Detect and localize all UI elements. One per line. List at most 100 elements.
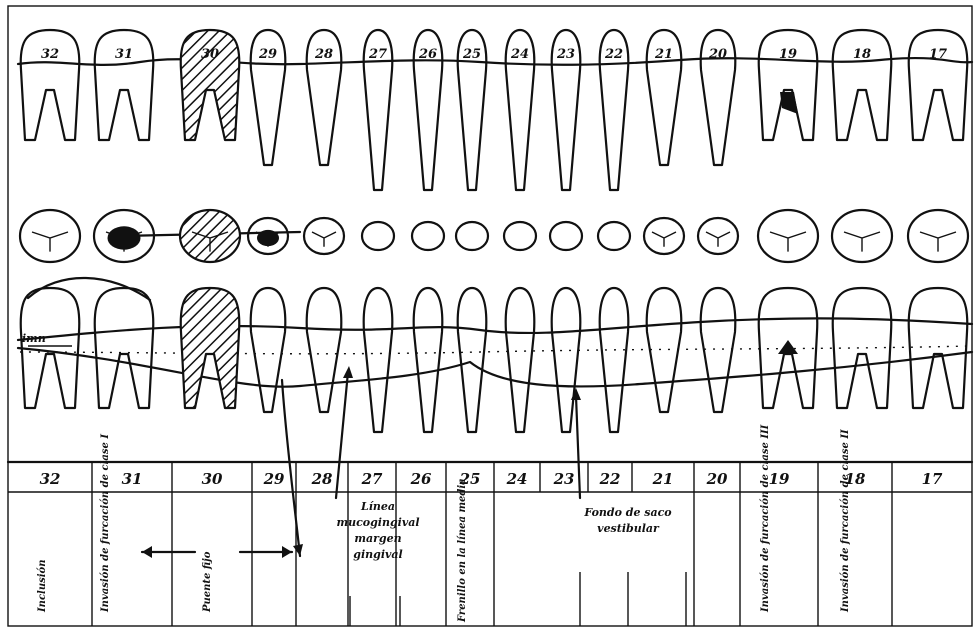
occlusal-outline xyxy=(20,210,80,262)
lower-tooth-outline xyxy=(833,288,892,408)
upper-tooth-32: 32 xyxy=(21,30,80,140)
occlusal-tooth xyxy=(598,222,630,250)
table-col-29: 29 xyxy=(263,470,285,488)
occlusal-tooth xyxy=(908,210,968,262)
occlusal-outline xyxy=(456,222,488,250)
upper-tooth-19: 19 xyxy=(759,30,818,140)
occlusal-grooves xyxy=(706,232,730,247)
table-col-27: 27 xyxy=(361,470,383,488)
upper-tooth-number: 24 xyxy=(510,47,529,62)
upper-tooth-18: 18 xyxy=(833,30,892,140)
occlusal-tooth xyxy=(832,210,892,262)
occlusal-tooth xyxy=(698,218,738,254)
upper-tooth-27: 27 xyxy=(364,30,393,190)
note-mucogingival-1: Línea xyxy=(360,500,395,513)
occlusal-grooves xyxy=(652,232,676,247)
note-vestibular-2: vestibular xyxy=(597,522,660,535)
table-col-19: 19 xyxy=(769,470,790,488)
upper-tooth-number: 25 xyxy=(462,47,481,62)
upper-tooth-number: 31 xyxy=(115,47,133,62)
upper-tooth-29: 29 xyxy=(251,30,286,165)
lower-tooth-outline xyxy=(458,288,487,432)
lower-tooth xyxy=(458,288,487,432)
upper-tooth-25: 25 xyxy=(458,30,487,190)
occlusal-tooth xyxy=(456,222,488,250)
note-mucogingival-2: mucogingival xyxy=(336,516,419,529)
note-furcation-2: Invasión de furcación de clase II xyxy=(840,429,851,613)
upper-tooth-28: 28 xyxy=(307,30,342,165)
arrow-margin xyxy=(336,372,348,498)
arrow-mucogingival xyxy=(282,380,300,556)
table-col-32: 32 xyxy=(40,470,61,488)
note-mucogingival-3: margen xyxy=(354,532,401,545)
table-col-26: 26 xyxy=(410,470,432,488)
occlusal-grooves xyxy=(920,232,956,252)
lower-tooth-outline xyxy=(364,288,393,432)
note-inclusion: Inclusión xyxy=(37,560,48,613)
occlusal-outline xyxy=(504,222,536,250)
lower-tooth xyxy=(909,288,968,408)
occlusal-tooth xyxy=(180,210,240,262)
upper-tooth-number: 21 xyxy=(654,47,673,62)
upper-tooth-20: 20 xyxy=(701,30,736,165)
lower-tooth-outline xyxy=(251,288,286,412)
occlusal-tooth xyxy=(644,218,684,254)
occlusal-tooth xyxy=(362,222,394,250)
note-fixed-bridge: Puente fijo xyxy=(202,551,213,613)
note-furcation-1: Invasión de furcación de clase I xyxy=(100,434,111,613)
occlusal-tooth xyxy=(20,210,80,262)
table-col-20: 20 xyxy=(706,470,728,488)
lower-tooth-row: imn xyxy=(18,278,972,432)
table-col-30: 30 xyxy=(202,470,223,488)
upper-tooth-number: 22 xyxy=(604,47,623,62)
occlusal-grooves xyxy=(844,232,880,252)
occlusal-row xyxy=(20,210,968,262)
lower-tooth-outline xyxy=(600,288,629,432)
lower-tooth xyxy=(701,288,736,412)
upper-tooth-26: 26 xyxy=(414,30,443,190)
upper-tooth-31: 31 xyxy=(95,30,154,140)
lower-tooth xyxy=(414,288,443,432)
occlusal-tooth xyxy=(248,218,288,254)
lower-tooth xyxy=(251,288,286,412)
lower-tooth xyxy=(95,288,154,408)
occlusal-outline xyxy=(598,222,630,250)
lower-tooth-outline xyxy=(414,288,443,432)
upper-tooth-30: 30 xyxy=(181,30,240,140)
note-furcation-3: Invasión de furcación de clase III xyxy=(760,424,771,613)
upper-tooth-number: 27 xyxy=(368,47,387,62)
occlusal-tooth xyxy=(412,222,444,250)
occlusal-tooth xyxy=(304,218,344,254)
lower-tooth xyxy=(759,288,818,408)
upper-tooth-24: 24 xyxy=(506,30,535,190)
occlusal-outline xyxy=(362,222,394,250)
lingual-label: imn xyxy=(22,332,46,345)
table-col-22: 22 xyxy=(599,470,621,488)
upper-tooth-number: 30 xyxy=(201,47,219,62)
occlusal-outline xyxy=(832,210,892,262)
occlusal-grooves xyxy=(312,232,336,247)
upper-tooth-number: 28 xyxy=(314,47,333,62)
table-col-24: 24 xyxy=(506,470,528,488)
table-col-21: 21 xyxy=(652,470,674,488)
upper-tooth-number: 26 xyxy=(418,47,437,62)
upper-tooth-number: 20 xyxy=(708,47,727,62)
occlusal-outline xyxy=(180,210,240,262)
occlusal-tooth xyxy=(550,222,582,250)
lower-tooth-outline xyxy=(307,288,342,412)
lower-tooth xyxy=(506,288,535,432)
bone-level-dots xyxy=(20,346,970,354)
lower-tooth xyxy=(181,288,240,408)
occlusal-outline xyxy=(644,218,684,254)
occlusal-outline xyxy=(550,222,582,250)
lower-tooth xyxy=(833,288,892,408)
note-mucogingival-4: gingival xyxy=(353,548,402,561)
upper-gum-line xyxy=(18,58,972,65)
upper-tooth-number: 29 xyxy=(258,47,277,62)
mucogingival-line xyxy=(18,348,972,387)
arrow-vestibular xyxy=(576,396,580,498)
occlusal-grooves xyxy=(770,232,806,252)
lower-tooth-outline xyxy=(506,288,535,432)
